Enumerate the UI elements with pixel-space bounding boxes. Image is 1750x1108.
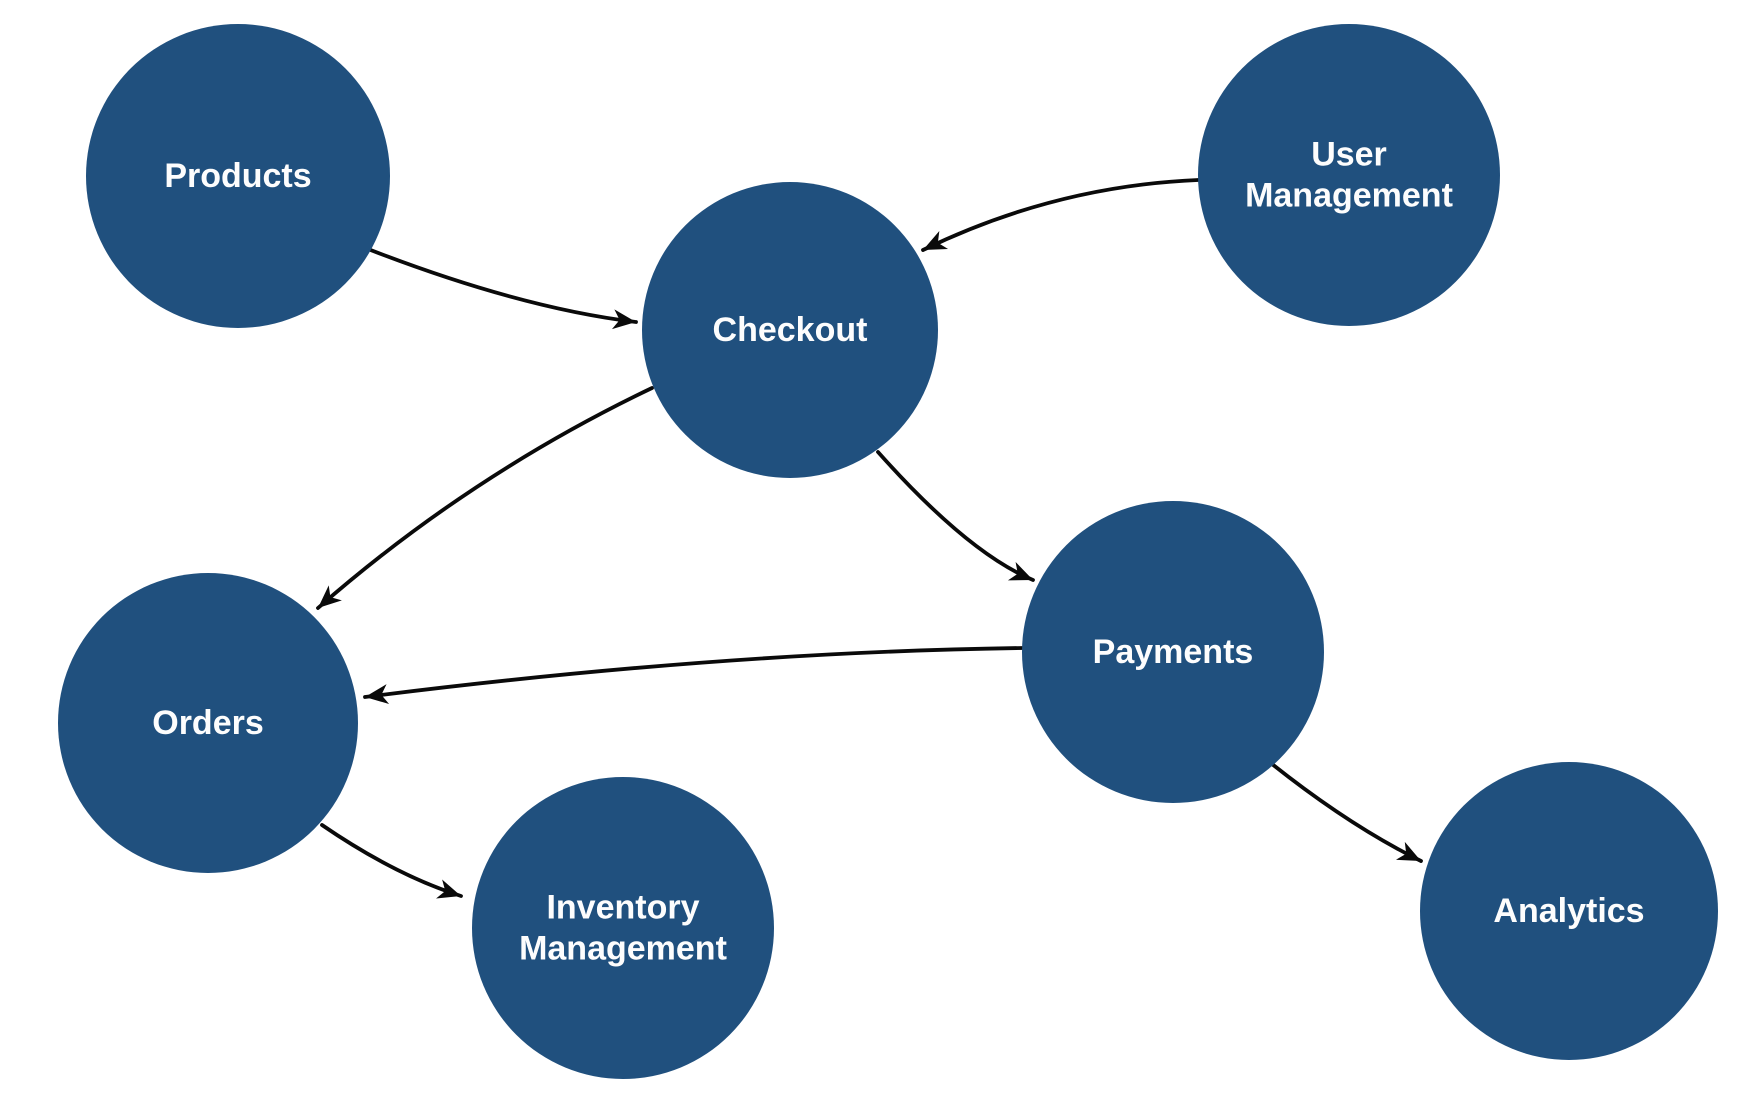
node-circle-inventory-management[interactable] [472,777,774,1079]
edge-user-management-to-checkout [921,178,1200,252]
node-orders[interactable]: Orders [58,573,358,873]
node-circle-products[interactable] [86,24,390,328]
edge-checkout-to-payments [876,450,1035,582]
node-analytics[interactable]: Analytics [1420,762,1718,1060]
node-products[interactable]: Products [86,24,390,328]
edge-products-to-checkout [366,247,638,330]
node-circle-payments[interactable] [1022,501,1324,803]
node-circle-analytics[interactable] [1420,762,1718,1060]
node-circle-user-management[interactable] [1198,24,1500,326]
node-circle-checkout[interactable] [642,182,938,478]
node-circle-orders[interactable] [58,573,358,873]
edge-payments-to-orders [363,646,1025,705]
edges-layer [316,178,1423,899]
edge-payments-to-analytics [1270,762,1423,863]
edge-orders-to-inventory-management [320,823,463,899]
node-checkout[interactable]: Checkout [642,182,938,478]
node-payments[interactable]: Payments [1022,501,1324,803]
edge-checkout-to-orders [316,386,654,610]
